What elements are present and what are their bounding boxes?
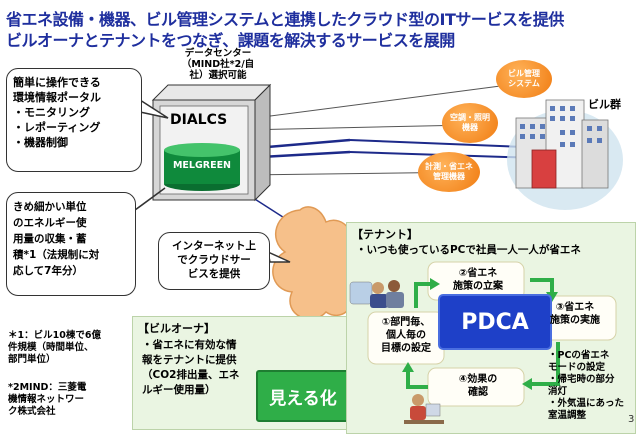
footnote-1: ＊1：ビル10棟で6億 件規模（時間単位、 部門単位）: [8, 330, 128, 366]
buildings-label: ビル群: [588, 98, 621, 111]
footnote-line: ク株式会社: [8, 406, 56, 417]
action-line: ・帰宅時の部分: [548, 374, 615, 385]
pdca-step-4: ④効果の 確認: [430, 373, 526, 399]
action-line: ・外気温にあった: [548, 398, 625, 409]
internet-callout: インターネット上 でクラウドサー ビスを提供: [158, 232, 270, 290]
page-number: 3: [628, 414, 635, 425]
owner-panel-text: ・省エネに有効な情 報をテナントに提供 （CO2排出量、エネ ルギー使用量）: [142, 338, 239, 398]
footnote-line: 機情報ネットワー: [8, 394, 85, 405]
data-line: きめ細かい単位: [13, 201, 87, 213]
data-collection-callout: きめ細かい単位 のエネルギー使 用量の収集・蓄 積*1（法規制に対 応して7年分…: [6, 192, 136, 296]
step-text: 確認: [468, 387, 488, 398]
internet-line: ビスを提供: [187, 268, 241, 280]
visualize-badge: 見える化: [256, 370, 350, 422]
bubble-text: 機器: [462, 123, 478, 132]
bms-bubble: ビル管理 システム: [496, 60, 552, 98]
tenant-panel-title: 【テナント】: [352, 228, 418, 241]
datacenter-label-line: （MIND社*2/自: [181, 59, 255, 70]
action-line: ・PCの省エネ: [548, 350, 610, 361]
owner-line: 報をテナントに提供: [142, 354, 237, 366]
data-line: のエネルギー使: [13, 217, 87, 229]
action-line: 消灯: [548, 386, 568, 397]
portal-line: ・レポーティング: [13, 121, 101, 134]
meter-bubble: 計測・省エネ 管理機器: [418, 152, 480, 192]
tenant-panel-subtitle: ・いつも使っているPCで社員一人一人が省エネ: [356, 244, 581, 256]
bubble-text: 空調・照明: [450, 113, 490, 122]
footnote-line: *2MIND：三菱電: [8, 382, 87, 393]
pdca-step-3: ③省エネ 施策の実施: [534, 301, 616, 327]
step-text: ②省エネ: [458, 268, 498, 279]
data-line: 用量の収集・蓄: [13, 233, 87, 245]
portal-callout: 簡単に操作できる 環境情報ポータル ・モニタリング ・レポーティング ・機器制御: [6, 68, 142, 172]
step-text: 施策の実施: [550, 315, 600, 326]
step-text: ④効果の: [458, 374, 498, 385]
datacenter-label-line: 社）選択可能: [189, 70, 247, 81]
footnote-line: ＊1：ビル10棟で6億: [8, 330, 101, 341]
owner-line: ルギー使用量）: [142, 384, 216, 396]
title-line-1: 省エネ設備・機器、ビル管理システムと連携したクラウド型のITサービスを提供: [6, 10, 564, 29]
step-text: 目標の設定: [381, 343, 431, 354]
datacenter-label: データセンター （MIND社*2/自 社）選択可能: [168, 48, 268, 81]
data-line: 積*1（法規制に対: [13, 249, 100, 261]
internet-line: インターネット上: [172, 240, 256, 252]
step-text: ①部門毎、: [381, 317, 431, 328]
internet-line: でクラウドサー: [177, 254, 251, 266]
footnote-2: *2MIND：三菱電 機情報ネットワー ク株式会社: [8, 382, 128, 418]
step-text: 個人毎の: [386, 330, 426, 341]
footnote-line: 部門単位）: [8, 354, 56, 365]
hvac-bubble: 空調・照明 機器: [442, 103, 498, 143]
bubble-text: システム: [508, 79, 540, 88]
portal-line: 環境情報ポータル: [13, 91, 101, 104]
bubble-text: ビル管理: [508, 69, 540, 78]
portal-line: ・モニタリング: [13, 106, 90, 119]
data-line: 応して7年分）: [13, 265, 83, 277]
pdca-step-2: ②省エネ 施策の立案: [430, 267, 526, 293]
pdca-box: PDCA: [438, 294, 552, 350]
bubble-text: 管理機器: [433, 172, 465, 181]
action-line: 室温調整: [548, 410, 587, 421]
tenant-actions: ・PCの省エネ モードの設定 ・帰宅時の部分 消灯 ・外気温にあった 室温調整: [548, 350, 624, 422]
owner-panel-title: 【ビルオーナ】: [138, 322, 215, 335]
melgreen-label: MELGREEN: [172, 160, 232, 171]
datacenter-label-line: データセンター: [184, 48, 252, 59]
title-line-2: ビルオーナとテナントをつなぎ、課題を解決するサービスを展開: [6, 31, 455, 50]
footnote-line: 件規模（時間単位、: [8, 342, 94, 353]
portal-line: ・機器制御: [13, 136, 68, 149]
step-text: 施策の立案: [453, 281, 503, 292]
pdca-step-1: ①部門毎、 個人毎の 目標の設定: [368, 316, 444, 355]
action-line: モードの設定: [548, 362, 606, 373]
step-text: ③省エネ: [555, 302, 595, 313]
dialcs-label: DIALCS: [170, 112, 228, 128]
bubble-text: 計測・省エネ: [425, 162, 473, 171]
owner-line: （CO2排出量、エネ: [142, 369, 240, 381]
owner-line: ・省エネに有効な情: [142, 339, 237, 351]
portal-line: 簡単に操作できる: [13, 76, 101, 89]
